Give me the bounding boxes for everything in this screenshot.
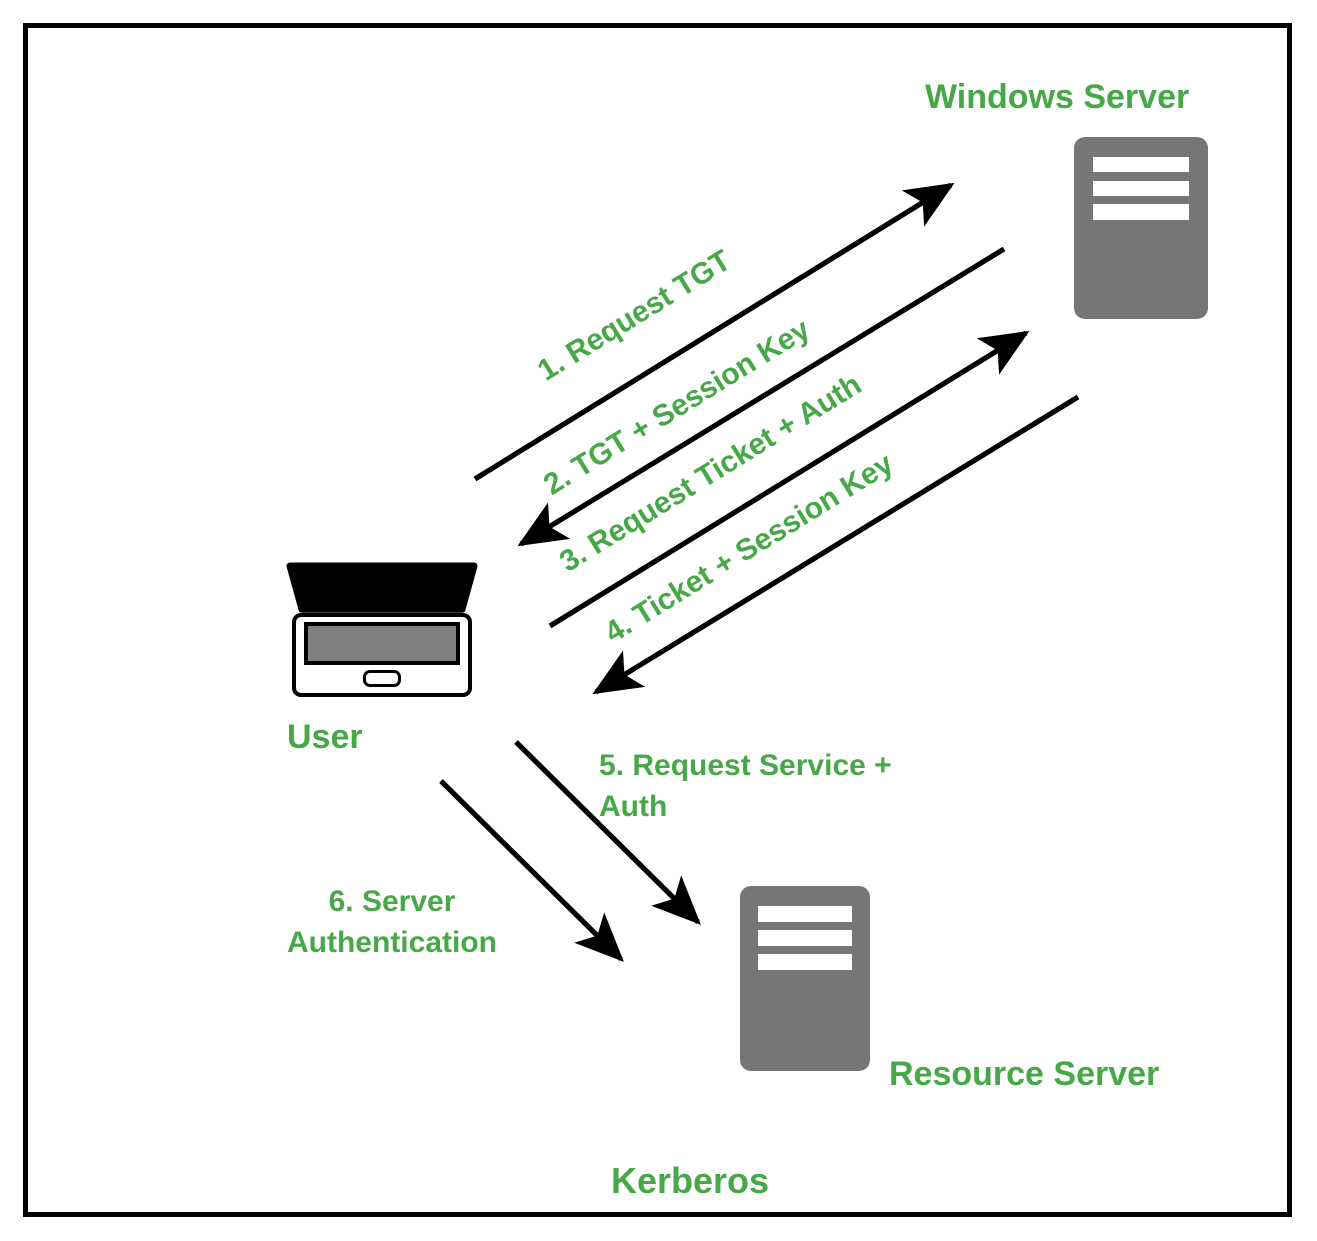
server-slot-bar xyxy=(1092,180,1190,197)
user-label: User xyxy=(287,718,363,756)
windows-server-label: Windows Server xyxy=(925,78,1190,116)
server-slot-bar xyxy=(758,906,852,923)
server-slot-bar xyxy=(1092,157,1190,173)
server-body xyxy=(740,886,870,1071)
windows-server-icon xyxy=(1074,137,1208,326)
server-slot-bar xyxy=(758,954,852,971)
diagram-title: Kerberos xyxy=(611,1160,770,1201)
server-slot-bar xyxy=(758,930,852,947)
laptop-lid xyxy=(286,562,478,613)
user-laptop-icon xyxy=(286,562,478,697)
server-slot-bar xyxy=(1092,204,1190,220)
server-body xyxy=(1074,137,1208,319)
flow-label-5: 5. Request Service + Auth xyxy=(599,749,892,823)
laptop-trackpad xyxy=(363,670,401,687)
resource-server-label: Resource Server xyxy=(889,1055,1160,1093)
laptop-keyboard xyxy=(304,621,460,665)
resource-server-icon xyxy=(740,886,870,1078)
laptop-base xyxy=(291,613,473,697)
flow-label-6: 6. Server Authentication xyxy=(287,885,497,959)
